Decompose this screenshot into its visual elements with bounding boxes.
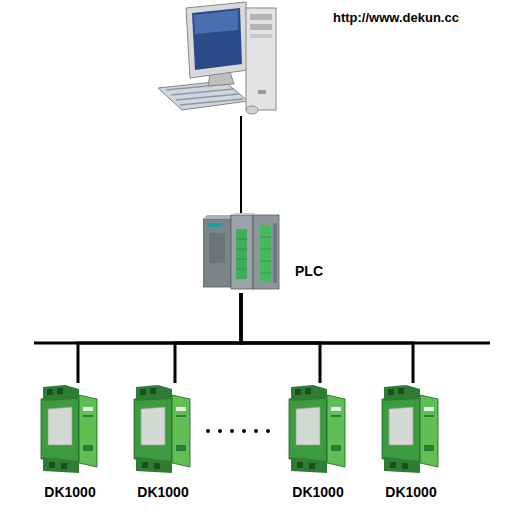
node-label: DK1000 — [273, 484, 363, 500]
module-icon — [380, 385, 442, 473]
url-label: http://www.dekun.cc — [333, 10, 459, 25]
module-node: DK1000 — [366, 383, 456, 503]
module-icon — [287, 385, 349, 473]
module-node: DK1000 — [118, 383, 208, 503]
module-icon-shape — [382, 385, 438, 473]
bus-wire — [78, 293, 241, 383]
module-icon-shape — [41, 385, 97, 473]
module-icon-shape — [289, 385, 345, 473]
bus-wire — [241, 293, 413, 383]
module-icon-shape — [134, 385, 190, 473]
plc-icon — [203, 213, 281, 291]
computer-icon — [158, 2, 276, 114]
module-node: DK1000 — [273, 383, 363, 503]
module-node: DK1000 — [25, 383, 115, 503]
plc-icon-shape — [203, 213, 279, 289]
plc-node: PLC — [203, 213, 328, 293]
ellipsis-dots — [206, 429, 270, 433]
link-wire — [240, 116, 242, 214]
bus-wire — [175, 293, 241, 383]
module-icon — [39, 385, 101, 473]
module-icon — [132, 385, 194, 473]
node-label: DK1000 — [366, 484, 456, 500]
node-label: DK1000 — [25, 484, 115, 500]
bus-wire — [241, 293, 320, 383]
node-label: PLC — [295, 263, 323, 279]
node-label: DK1000 — [118, 484, 208, 500]
